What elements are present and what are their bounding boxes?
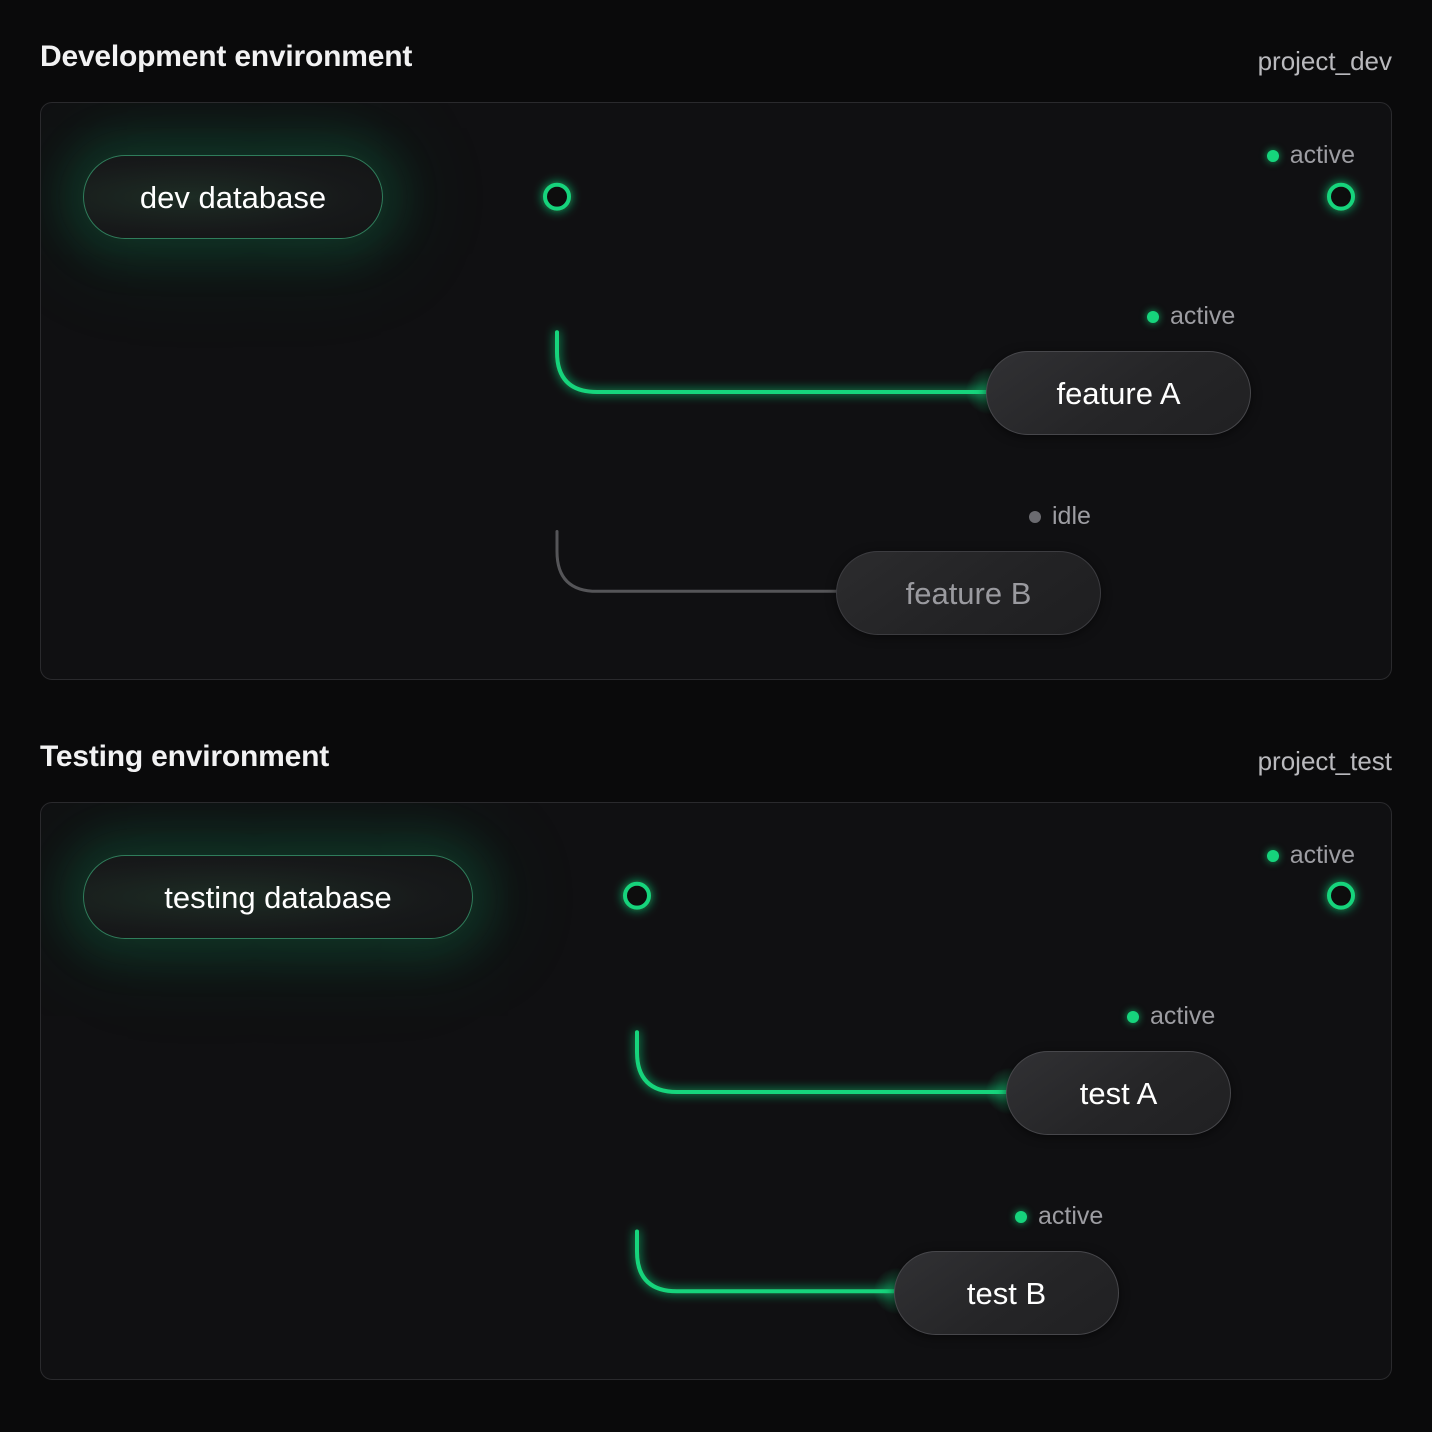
status-badge-feature-b: idle [1029,504,1091,529]
node-label: test B [966,1275,1047,1311]
status-label: active [1289,841,1355,869]
status-dot-active-icon [1127,1010,1139,1023]
status-dot-active-icon [1015,1210,1027,1223]
status-label: active [1150,1002,1216,1030]
status-badge-test-b: active [1015,1204,1103,1229]
node-label: dev database [139,179,327,215]
node-feature-a[interactable]: feature A [986,351,1251,435]
status-dot-active-icon [1147,310,1159,323]
status-dot-active-icon [1266,849,1279,862]
status-badge-trunk-development: active [1266,141,1355,169]
node-label: feature B [905,575,1032,611]
section-header-testing: Testing environment project_test [40,740,1392,802]
node-label: testing database [164,879,392,915]
status-label: idle [1052,502,1091,530]
page-title: Testing environment [40,740,330,773]
status-badge-test-a: active [1127,1004,1215,1029]
section-header-development: Development environment project_dev [40,40,1392,102]
status-badge-trunk-testing: active [1266,841,1355,869]
node-test-b[interactable]: test B [894,1251,1119,1335]
status-label: active [1038,1202,1104,1230]
node-test-a[interactable]: test A [1006,1051,1231,1135]
graph-panel-testing: testing database active test A active te… [40,802,1392,1380]
node-label: feature A [1056,375,1181,411]
project-name-label: project_dev [1257,46,1392,76]
graph-panel-development: dev database active feature A active fea… [40,102,1392,680]
status-badge-feature-a: active [1147,304,1235,329]
status-dot-active-icon [1266,149,1279,162]
node-testing-database[interactable]: testing database [83,855,473,939]
node-dev-database[interactable]: dev database [83,155,383,239]
status-label: active [1289,141,1355,169]
page-title: Development environment [40,40,413,73]
project-name-label: project_test [1257,746,1392,776]
section-development: Development environment project_dev [40,40,1392,680]
node-label: test A [1079,1075,1158,1111]
status-dot-idle-icon [1029,510,1041,523]
section-testing: Testing environment project_test [40,740,1392,1380]
node-feature-b[interactable]: feature B [836,551,1101,635]
status-label: active [1170,302,1236,330]
